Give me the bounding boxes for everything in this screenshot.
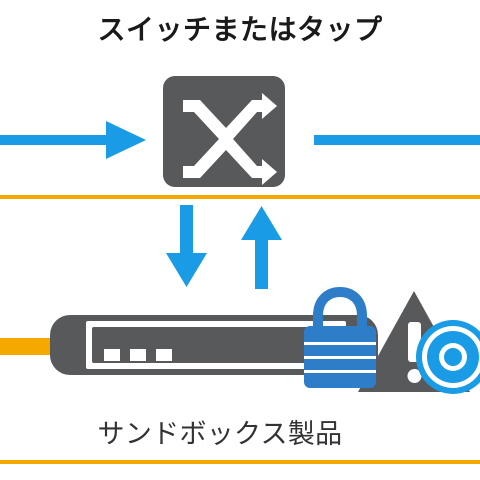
outgoing-traffic-line bbox=[314, 135, 480, 145]
downward-arrow bbox=[166, 205, 207, 287]
incoming-traffic-arrow bbox=[0, 121, 146, 159]
disc-icon bbox=[416, 320, 480, 394]
sandbox-appliance-icon bbox=[50, 315, 378, 375]
orange-input-line bbox=[0, 338, 52, 355]
switch-label: スイッチまたはタップ bbox=[97, 13, 383, 46]
sandbox-label: サンドボックス製品 bbox=[97, 419, 343, 450]
switch-cross-arrows-icon bbox=[183, 93, 277, 185]
lock-icon bbox=[304, 286, 376, 388]
switch-node bbox=[163, 76, 285, 187]
upward-arrow bbox=[241, 206, 282, 289]
